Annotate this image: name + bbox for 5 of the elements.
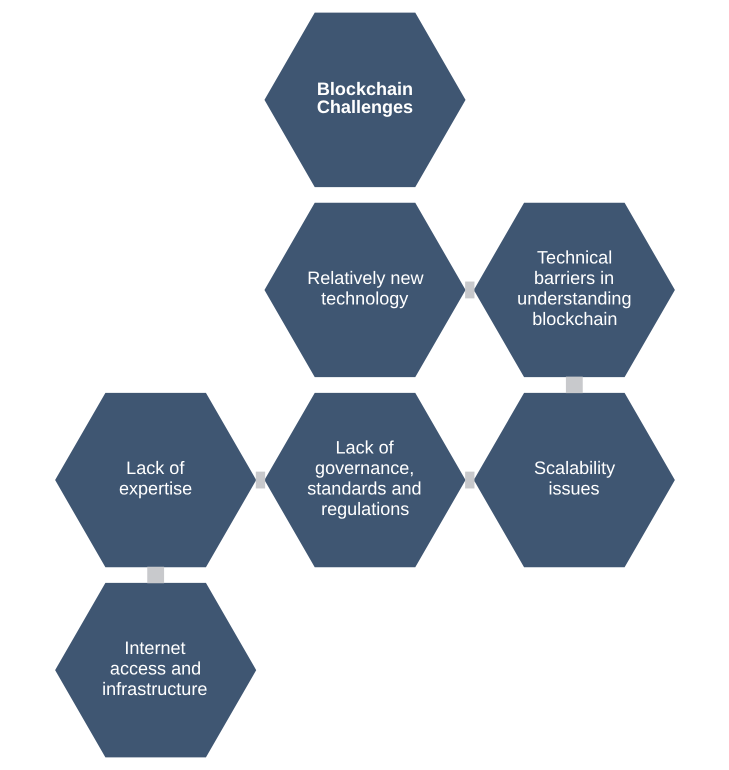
connector: [464, 472, 474, 488]
connector: [146, 566, 164, 584]
connector: [255, 472, 265, 488]
connector: [464, 282, 474, 298]
connector: [565, 376, 582, 394]
